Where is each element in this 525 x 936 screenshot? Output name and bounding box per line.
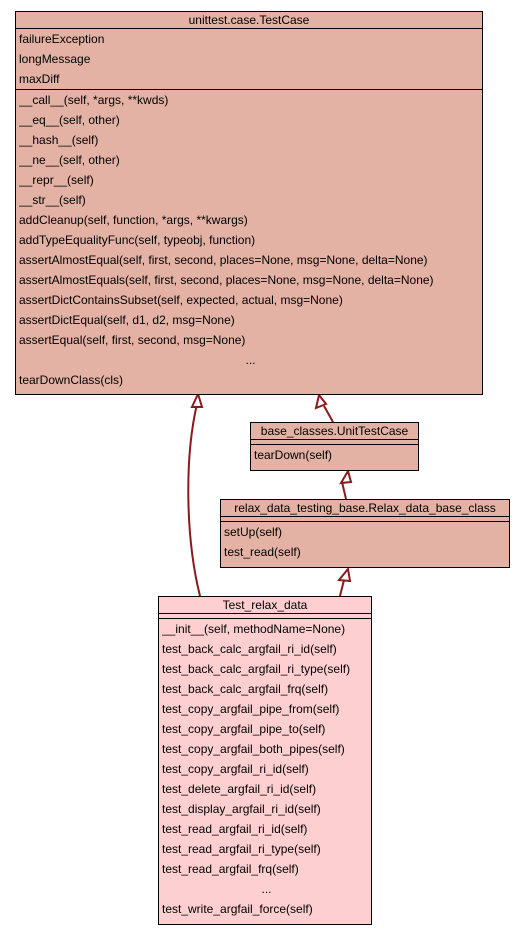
method: test_display_argfail_ri_id(self) — [162, 802, 321, 816]
attributes-section-unittestcase — [251, 440, 418, 445]
method: test_back_calc_argfail_frq(self) — [162, 682, 329, 696]
method: assertDictContainsSubset(self, expected,… — [19, 293, 343, 307]
method: assertDictEqual(self, d1, d2, msg=None) — [19, 313, 235, 327]
attribute: failureException — [19, 32, 105, 46]
method: setUp(self) — [224, 525, 283, 539]
class-box-unittestcase: base_classes.UnitTestCase tearDown(self) — [250, 422, 419, 471]
attributes-section-test-relax-data — [159, 614, 371, 619]
method: addTypeEqualityFunc(self, typeobj, funct… — [19, 233, 256, 247]
class-name-testcase: unittest.case.TestCase — [16, 12, 482, 29]
method: test_back_calc_argfail_ri_id(self) — [162, 642, 337, 656]
edge-relaxbase-to-unittestcase — [341, 481, 347, 500]
method: tearDownClass(cls) — [19, 373, 124, 387]
class-name-test-relax-data: Test_relax_data — [159, 597, 371, 614]
class-name-unittestcase: base_classes.UnitTestCase — [251, 423, 418, 440]
class-box-test-relax-data: Test_relax_data __init__(self, methodNam… — [158, 596, 372, 925]
class-box-testcase: unittest.case.TestCase failureException … — [15, 11, 483, 395]
method: __init__(self, methodName=None) — [162, 622, 346, 636]
edge-test-relax-to-relaxbase — [339, 579, 345, 597]
attributes-section-relaxbase — [221, 517, 509, 522]
method: __hash__(self) — [19, 133, 99, 147]
methods-section-testcase: __call__(self, *args, **kwds) __eq__(sel… — [16, 90, 482, 390]
method: assertAlmostEqual(self, first, second, p… — [19, 253, 428, 267]
method: __repr__(self) — [19, 173, 94, 187]
methods-section-test-relax-data: __init__(self, methodName=None) test_bac… — [159, 619, 371, 919]
method: test_copy_argfail_both_pipes(self) — [162, 742, 345, 756]
edge-unittestcase-to-testcase — [323, 405, 334, 423]
method-ellipsis: ... — [261, 882, 272, 896]
method: test_read_argfail_frq(self) — [162, 862, 299, 876]
method: test_copy_argfail_pipe_from(self) — [162, 702, 340, 716]
method: test_delete_argfail_ri_id(self) — [162, 782, 317, 796]
arrowhead-testcase-right — [314, 392, 328, 410]
attribute: longMessage — [19, 52, 91, 66]
attributes-section-testcase: failureException longMessage maxDiff — [16, 29, 482, 90]
method: test_read_argfail_ri_type(self) — [162, 842, 321, 856]
method: __call__(self, *args, **kwds) — [19, 93, 169, 107]
method: __str__(self) — [19, 193, 86, 207]
attribute: maxDiff — [19, 72, 60, 86]
arrowhead-relaxbase — [337, 566, 352, 583]
method: __eq__(self, other) — [19, 113, 120, 127]
method: test_write_argfail_force(self) — [162, 902, 313, 916]
method: assertEqual(self, first, second, msg=Non… — [19, 333, 246, 347]
class-name-relaxbase: relax_data_testing_base.Relax_data_base_… — [221, 500, 509, 517]
method: test_read_argfail_ri_id(self) — [162, 822, 308, 836]
methods-section-unittestcase: tearDown(self) — [251, 445, 418, 465]
arrowhead-unittestcase — [339, 468, 353, 485]
arrowhead-testcase-left — [190, 391, 204, 408]
method: assertAlmostEquals(self, first, second, … — [19, 273, 434, 287]
method: test_copy_argfail_pipe_to(self) — [162, 722, 326, 736]
method: test_back_calc_argfail_ri_type(self) — [162, 662, 351, 676]
method: addCleanup(self, function, *args, **kwar… — [19, 213, 248, 227]
methods-section-relaxbase: setUp(self) test_read(self) — [221, 522, 509, 562]
method: __ne__(self, other) — [19, 153, 120, 167]
method-ellipsis: ... — [245, 353, 256, 367]
method: test_read(self) — [224, 545, 301, 559]
method: test_copy_argfail_ri_id(self) — [162, 762, 309, 776]
edge-test-relax-to-testcase — [187, 403, 201, 597]
method: tearDown(self) — [254, 448, 333, 462]
class-box-relaxbase: relax_data_testing_base.Relax_data_base_… — [220, 499, 510, 568]
